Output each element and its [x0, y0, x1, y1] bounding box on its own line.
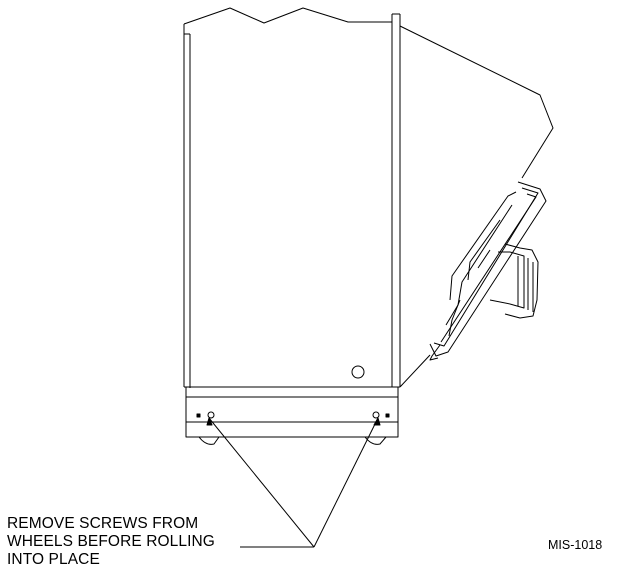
callout-line-1: REMOVE SCREWS FROM — [7, 515, 199, 532]
front-wheel — [198, 436, 220, 445]
access-hole — [351, 365, 365, 379]
base-plinth — [185, 386, 399, 438]
callout-line-3: INTO PLACE — [7, 551, 100, 568]
connector-assembly — [489, 243, 539, 319]
rear-wheel — [364, 436, 387, 445]
control-panel-housing — [399, 25, 554, 388]
callout-line-2: WHEELS BEFORE ROLLING — [7, 533, 215, 550]
callout-leader-lines — [206, 417, 381, 548]
callout-note: REMOVE SCREWS FROM WHEELS BEFORE ROLLING… — [7, 515, 215, 569]
display-assembly — [429, 181, 547, 361]
cabinet-body — [183, 7, 401, 388]
figure-id: MIS-1018 — [548, 538, 603, 552]
